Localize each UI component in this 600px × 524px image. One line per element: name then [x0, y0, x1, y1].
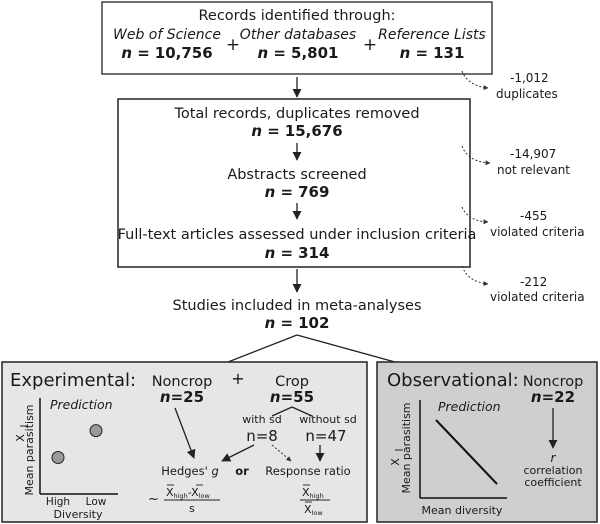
prediction-point-high: [51, 451, 65, 465]
plus-sign: +: [231, 369, 244, 388]
screening-box: [117, 98, 471, 268]
removal-violated-criteria-2: -212 violated criteria: [461, 265, 585, 304]
included-label: Studies included in meta-analyses: [172, 298, 421, 314]
source-web-of-science: Web of Science n =10,756: [113, 27, 221, 62]
source-reference-lists: Reference Lists n =131: [378, 27, 486, 62]
withsd-to-hedges-arrow: [221, 444, 255, 462]
withsd-to-ratio-arrow: [271, 444, 292, 462]
with-sd-label: with sd: [242, 413, 282, 426]
hedges-formula: ~ Xhigh-Xlow s: [148, 484, 220, 515]
removal-count: -14,907: [510, 147, 556, 161]
r-label-line2: coefficient: [524, 476, 582, 489]
removal-arrow: [461, 145, 491, 166]
obs-noncrop-count: n=22: [531, 388, 575, 406]
step-full-text-assessed: Full-text articles assessed under inclus…: [118, 227, 477, 262]
exp-noncrop-label: Noncrop: [152, 374, 213, 390]
plus-sign: +: [226, 35, 240, 55]
records-identified-title: Records identified through:: [198, 8, 395, 24]
source-name: Web of Science: [113, 27, 221, 43]
observational-panel: [376, 361, 598, 523]
with-sd-count: n=8: [246, 427, 278, 445]
or-label: or: [235, 464, 249, 478]
observational-prediction-plot: Prediction X Mean parasitism Mean divers…: [389, 399, 507, 517]
y-axis-label: Mean parasitism: [23, 404, 36, 495]
crop-split-left: [271, 406, 293, 417]
source-name: Reference Lists: [378, 27, 486, 43]
xbar-label: X: [389, 458, 402, 466]
xbar-label: X: [14, 434, 27, 442]
records-identified-box: [101, 1, 493, 75]
step-label: Full-text articles assessed under inclus…: [118, 227, 477, 243]
removal-violated-criteria-1: -455 violated criteria: [461, 206, 585, 239]
observational-title: Observational:: [387, 370, 519, 391]
step-total-records: Total records, duplicates removed n =15,…: [173, 106, 419, 140]
formula-denominator: s: [189, 502, 195, 515]
prediction-label: Prediction: [438, 399, 501, 414]
source-count: n =10,756: [121, 44, 212, 62]
removal-arrow: [461, 265, 489, 287]
removal-reason: violated criteria: [490, 290, 585, 304]
x-axis-label: Mean diversity: [422, 504, 503, 517]
tilde: ~: [148, 492, 159, 507]
removal-not-relevant: -14,907 not relevant: [461, 145, 570, 177]
source-other-databases: Other databases n =5,801: [240, 27, 356, 62]
exp-crop-count: n=55: [270, 388, 314, 406]
exp-noncrop-count: n=25: [160, 388, 204, 406]
step-label: Total records, duplicates removed: [173, 106, 419, 122]
source-name: Other databases: [240, 27, 356, 43]
step-count: n =314: [265, 244, 330, 262]
plus-sign: +: [363, 35, 377, 55]
r-symbol: r: [551, 451, 557, 465]
obs-noncrop-label: Noncrop: [523, 374, 584, 390]
crop-split-right: [291, 406, 313, 417]
source-count: n =131: [400, 44, 465, 62]
source-count: n =5,801: [258, 44, 339, 62]
ratio-denominator: Xlow: [304, 503, 323, 517]
ratio-formula: Xhigh Xlow: [300, 484, 330, 517]
removal-count: -1,012: [510, 71, 549, 85]
removal-reason: not relevant: [497, 163, 570, 177]
exp-crop-label: Crop: [275, 374, 309, 390]
included-count: n =102: [265, 314, 330, 332]
noncrop-to-hedges-arrow: [174, 407, 196, 459]
removal-count: -455: [520, 209, 547, 223]
r-label-line1: correlation: [523, 464, 582, 477]
y-axis-label: Mean parasitism: [400, 402, 413, 493]
prediction-point-low: [89, 424, 103, 438]
split-line-left: [227, 334, 298, 363]
step-count: n =15,676: [251, 122, 342, 140]
x-tick-low: Low: [86, 496, 107, 508]
experimental-prediction-plot: Prediction X Mean parasitism High Low Di…: [14, 397, 118, 521]
step-label: Abstracts screened: [227, 167, 366, 183]
without-sd-label: without sd: [299, 413, 357, 426]
removal-arrow: [461, 70, 489, 91]
split-line-right: [296, 334, 396, 363]
x-tick-high: High: [46, 496, 70, 508]
response-ratio-label: Response ratio: [265, 464, 350, 478]
step-abstracts-screened: Abstracts screened n =769: [227, 167, 366, 201]
formula-numerator: Xhigh-Xlow: [166, 486, 210, 500]
experimental-title: Experimental:: [10, 370, 136, 391]
studies-included: Studies included in meta-analyses n =102: [172, 298, 421, 332]
ratio-numerator: Xhigh: [302, 486, 324, 500]
removal-reason: duplicates: [496, 87, 558, 101]
removal-count: -212: [520, 275, 547, 289]
prediction-label: Prediction: [50, 397, 113, 412]
experimental-panel: [1, 361, 368, 523]
without-sd-count: n=47: [305, 427, 346, 445]
removal-duplicates: -1,012 duplicates: [461, 70, 558, 101]
removal-reason: violated criteria: [490, 225, 585, 239]
removal-arrow: [461, 206, 489, 225]
x-axis-label: Diversity: [54, 508, 103, 521]
hedges-g-label: Hedges' g: [161, 464, 219, 478]
prediction-trend-line: [435, 419, 498, 485]
step-count: n =769: [265, 183, 330, 201]
